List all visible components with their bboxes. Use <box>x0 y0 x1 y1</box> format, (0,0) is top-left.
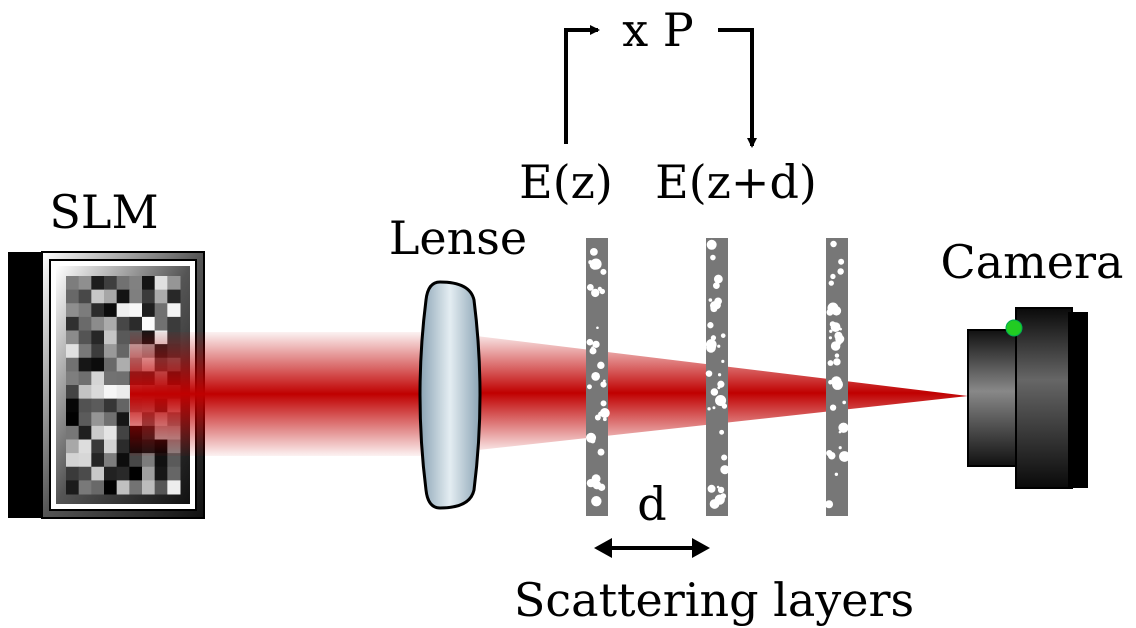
slm-label: SLM <box>49 185 158 239</box>
camera-label: Camera <box>941 235 1124 289</box>
lens-label: Lense <box>389 211 527 265</box>
propagation-arrows <box>564 25 757 148</box>
propagator-label: x P <box>622 3 694 57</box>
scattering-layer-3 <box>825 238 850 516</box>
lens-element <box>418 280 482 510</box>
field-ez-label: E(z) <box>519 155 613 209</box>
camera-device <box>967 307 1088 489</box>
scattering-layer-2 <box>705 238 730 516</box>
spacing-label: d <box>637 477 666 531</box>
scattering-layer-1 <box>586 238 610 516</box>
spacing-arrow <box>594 538 710 558</box>
camera-led-icon <box>1005 319 1023 337</box>
collimated-beam <box>130 332 440 456</box>
scattering-layers-label: Scattering layers <box>514 573 914 627</box>
field-ezd-label: E(z+d) <box>655 155 817 209</box>
